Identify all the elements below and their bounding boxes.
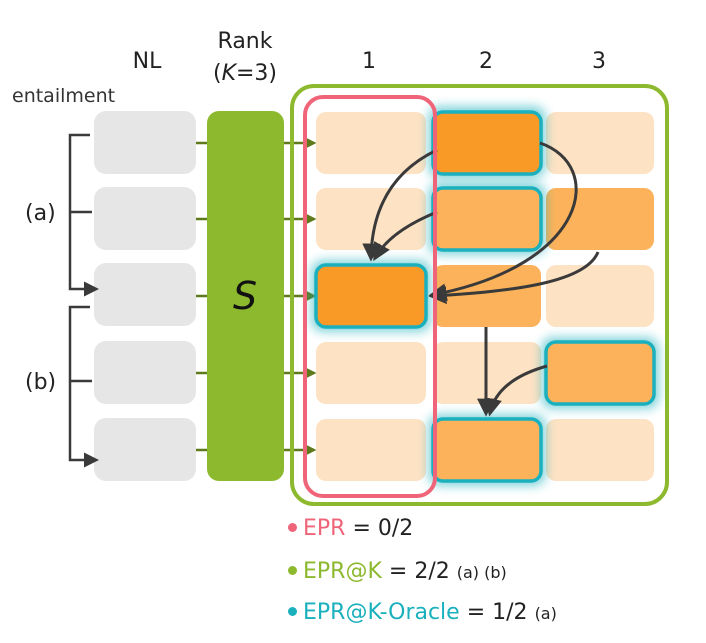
legend-value: = 2/2	[388, 559, 450, 584]
legend-dot	[288, 565, 297, 575]
rank-column-1	[316, 112, 426, 481]
cell-r3-c3	[546, 265, 654, 327]
cell-r2-c3	[546, 188, 654, 250]
epr-top1-frame	[303, 95, 437, 498]
rank-k-header: (K=3)	[213, 61, 277, 86]
cell-r4-c1	[316, 342, 426, 404]
arrow	[428, 251, 600, 305]
cell-r1-c3	[546, 112, 654, 174]
cell-r5-c2	[431, 417, 543, 483]
entailment-label: entailment	[12, 85, 115, 107]
bracket-b	[68, 305, 99, 468]
legend-name: EPR@K-Oracle	[303, 600, 460, 625]
rank-k-symbol: K	[222, 61, 238, 86]
legend-dot	[288, 522, 297, 532]
connector-lines	[196, 136, 317, 457]
column-header-1: 1	[362, 49, 376, 74]
entailment-arrows	[362, 141, 600, 417]
rank-k-prefix: (	[213, 61, 222, 86]
cell-r5-c3	[546, 419, 654, 481]
legend-value: = 0/2	[352, 516, 414, 541]
cell-r3-c2	[433, 265, 541, 327]
cell-r4-c3	[544, 340, 656, 406]
rank-header: Rank	[218, 29, 273, 54]
rank-column-3	[546, 112, 654, 481]
arrow	[484, 364, 548, 417]
legend-note: (a)	[534, 604, 557, 623]
oracle-cells	[314, 110, 656, 483]
nl-box	[94, 187, 196, 250]
legend-note: (a) (b)	[456, 563, 507, 582]
scorer-label: S	[233, 274, 257, 318]
legend-value: = 1/2	[466, 600, 528, 625]
arrow	[373, 210, 438, 262]
cell-r3-c1	[314, 263, 428, 329]
rank-k-suffix: =3)	[236, 61, 277, 86]
legend-epr: EPR = 0/2	[288, 516, 413, 541]
arrow	[362, 148, 438, 262]
bracket-b-label: (b)	[25, 370, 56, 395]
nl-boxes	[94, 111, 196, 481]
bracket-a-label: (a)	[25, 201, 56, 226]
bracket-a	[68, 133, 99, 297]
legend-epr-at-k-oracle: EPR@K-Oracle = 1/2 (a)	[288, 600, 557, 625]
legend-epr-at-k: EPR@K = 2/2 (a) (b)	[288, 559, 507, 584]
column-header-3: 3	[592, 49, 606, 74]
arrow	[428, 141, 578, 302]
nl-box	[94, 111, 196, 174]
epr-at-k-frame	[290, 84, 669, 506]
legend-name: EPR@K	[303, 559, 382, 584]
nl-box	[94, 418, 196, 481]
legend-dot	[288, 606, 297, 616]
nl-box	[94, 341, 196, 404]
cell-r1-c2	[431, 110, 543, 176]
column-header-2: 2	[479, 49, 493, 74]
scorer-box	[207, 111, 284, 481]
cell-r1-c1	[316, 112, 426, 174]
nl-header: NL	[133, 49, 162, 74]
legend-name: EPR	[303, 516, 346, 541]
cell-r5-c1	[316, 419, 426, 481]
nl-box	[94, 263, 196, 326]
cell-r2-c2	[431, 186, 543, 252]
